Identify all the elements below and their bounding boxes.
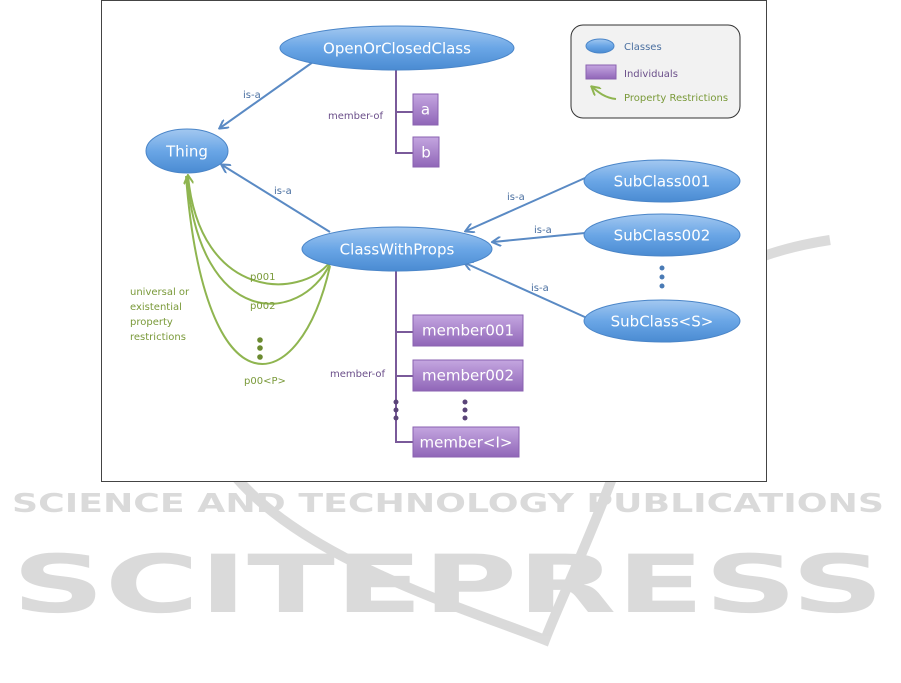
is-a-edges (220, 61, 588, 319)
ellipsis-dots (257, 265, 665, 421)
individual-label: member<I> (420, 434, 513, 452)
class-label: SubClass002 (614, 227, 711, 245)
member-of-edges (395, 68, 414, 443)
legend: Classes Individuals Property Restriction… (570, 24, 741, 119)
individual-label: b (421, 144, 431, 162)
edge-label: member-of (330, 369, 386, 380)
class-subclass002[interactable]: SubClass002 (583, 213, 741, 257)
svg-text:restrictions: restrictions (130, 332, 186, 343)
watermark: SCIENCE AND TECHNOLOGY PUBLICATIONS SCIT… (12, 235, 884, 647)
class-swatch-icon (585, 38, 615, 54)
class-label: SubClass001 (614, 173, 711, 191)
edge-sub2-to-cwp (493, 232, 586, 242)
svg-text:existential: existential (130, 302, 182, 313)
class-class-with-props[interactable]: ClassWithProps (301, 226, 493, 272)
individual-member001[interactable]: member001 (412, 314, 524, 347)
svg-text:universal or: universal or (130, 287, 190, 298)
watermark-title: SCITEPRESS (12, 538, 884, 631)
edge-label: p00<P> (244, 376, 286, 387)
edge-open-to-thing (220, 61, 314, 128)
individual-label: member002 (422, 367, 514, 385)
member-ellipsis-icon (393, 399, 468, 421)
restriction-edges (185, 175, 331, 365)
edge-label: is-a (274, 186, 292, 197)
legend-classes: Classes (624, 42, 662, 53)
legend-property-restrictions: Property Restrictions (624, 93, 728, 104)
legend-individuals: Individuals (624, 69, 678, 80)
class-label: ClassWithProps (340, 241, 455, 259)
class-label: Thing (165, 143, 208, 161)
restriction-p00p (185, 175, 331, 365)
class-label: OpenOrClosedClass (323, 40, 471, 58)
individual-a[interactable]: a (412, 93, 439, 126)
individual-member002[interactable]: member002 (412, 359, 524, 392)
class-open-or-closed[interactable]: OpenOrClosedClass (279, 25, 515, 71)
individual-member-i[interactable]: member<I> (412, 426, 520, 458)
individual-label: member001 (422, 322, 514, 340)
edge-label: p002 (250, 301, 275, 312)
edge-label: is-a (534, 225, 552, 236)
edge-cwp-to-thing (222, 165, 331, 233)
class-thing[interactable]: Thing (145, 128, 229, 174)
edge-label: is-a (243, 90, 261, 101)
subclass-ellipsis-icon (659, 265, 665, 289)
individual-b[interactable]: b (412, 136, 440, 168)
restriction-p001 (188, 176, 331, 286)
watermark-subtitle: SCIENCE AND TECHNOLOGY PUBLICATIONS (12, 489, 884, 519)
individual-swatch-icon (585, 64, 617, 80)
edge-label: is-a (531, 283, 549, 294)
edge-label: is-a (507, 192, 525, 203)
class-label: SubClass<S> (611, 313, 714, 331)
edge-label: p001 (250, 272, 275, 283)
restriction-ellipsis-icon (257, 337, 263, 360)
restriction-arrow-icon (592, 87, 617, 100)
restriction-p002 (186, 175, 331, 305)
svg-text:property: property (130, 317, 173, 328)
individual-label: a (421, 101, 430, 119)
edge-sub1-to-cwp (466, 177, 586, 231)
edge-subs-to-cwp (465, 263, 588, 319)
class-subclass001[interactable]: SubClass001 (583, 159, 741, 203)
edge-label: member-of (328, 111, 384, 122)
class-subclass-s[interactable]: SubClass<S> (583, 299, 741, 343)
restrictions-note: universal or existential property restri… (130, 287, 190, 343)
